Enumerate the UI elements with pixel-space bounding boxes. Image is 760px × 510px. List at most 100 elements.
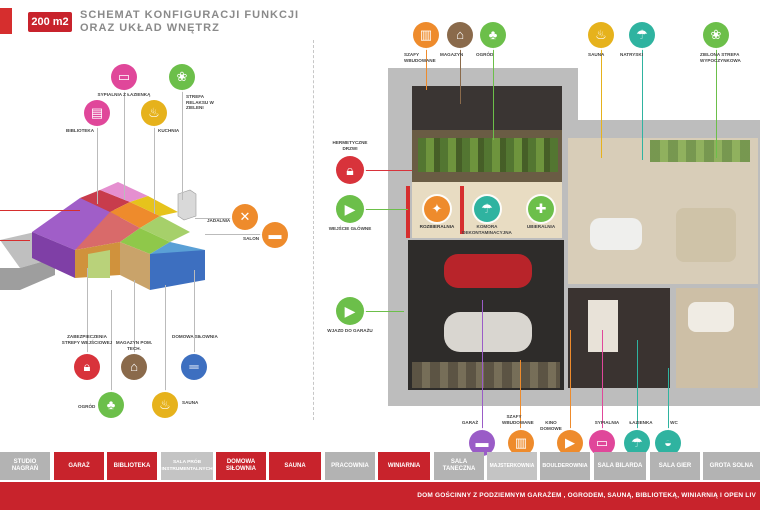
lotus-icon-plan: ❀ bbox=[703, 22, 729, 48]
shower-icon-decon: ☂ bbox=[474, 196, 500, 222]
toilet-icon: ◒ bbox=[655, 430, 681, 456]
hermetic-door-marker-2 bbox=[460, 186, 464, 234]
pointer-relaks bbox=[182, 90, 183, 200]
side-blue bbox=[150, 250, 205, 290]
room-cinema bbox=[568, 288, 670, 388]
label-magazyn: MAGAZYN POM. TECH. bbox=[115, 340, 153, 351]
label-rozbieralnia: ROZBIERALNIA bbox=[419, 224, 455, 229]
page-title: SCHEMAT KONFIGURACJI FUNKCJI ORAZ UKŁAD … bbox=[80, 9, 340, 35]
tab-majsterkownia[interactable]: MAJSTERKOWNIA bbox=[487, 452, 537, 480]
label-biblioteka: BIBLIOTEKA bbox=[66, 128, 95, 133]
pointer-silownia bbox=[194, 270, 195, 354]
label-wjazd: WJAZD DO GARAŻU bbox=[327, 328, 373, 333]
tab-sauna[interactable]: SAUNA bbox=[269, 452, 321, 480]
pointer-wc bbox=[668, 368, 669, 430]
pointer-hermetyczne bbox=[364, 170, 412, 171]
side-green-panel bbox=[88, 250, 110, 278]
zone-purple bbox=[32, 198, 125, 250]
undress-icon: ✦ bbox=[424, 196, 450, 222]
tab-pracownia[interactable]: PRACOWNIA bbox=[325, 452, 375, 480]
car-icon: ▬ bbox=[469, 430, 495, 456]
pointer-magazyn-top bbox=[460, 48, 461, 104]
pointer-salon bbox=[205, 234, 263, 235]
zone-red bbox=[80, 190, 130, 212]
footer-banner: DOM GOŚCINNY Z PODZIEMNYM GARAŻEM , OGRO… bbox=[0, 482, 760, 510]
pointer-left-red bbox=[0, 210, 80, 211]
garden-plants bbox=[418, 138, 558, 172]
tab-sala-taneczna[interactable]: SALA TANECZNA bbox=[434, 452, 484, 480]
zone-green bbox=[120, 228, 170, 254]
tab-sala-bilarda[interactable]: SALA BILARDA bbox=[594, 452, 646, 480]
bed-icon-plan: ▭ bbox=[589, 430, 615, 456]
label-sauna-top: SAUNA bbox=[588, 52, 605, 57]
label-garaz-plan: GARAŻ bbox=[461, 420, 479, 425]
pointer-szafy-top bbox=[426, 48, 427, 90]
pointer-zielona bbox=[716, 48, 717, 158]
pointer-zabezp bbox=[87, 268, 88, 354]
lock-icon-plan: 🔒︎ bbox=[336, 156, 364, 184]
book-icon: ▤ bbox=[84, 100, 110, 126]
shower-icon-bath: ☂ bbox=[624, 430, 650, 456]
sauna-icon: ♨ bbox=[152, 392, 178, 418]
label-wc: WC bbox=[670, 420, 678, 425]
shirt-icon: ✚ bbox=[528, 196, 554, 222]
pointer-wejscie bbox=[364, 209, 408, 210]
pointer-sypialnia-plan bbox=[602, 330, 603, 430]
pointer-sypialnia bbox=[124, 90, 125, 200]
label-magazyn-top: MAGAZYN bbox=[440, 52, 464, 57]
tab-grota-solna[interactable]: GROTA SOLNA bbox=[703, 452, 760, 480]
pointer-left-red-2 bbox=[0, 240, 30, 241]
pointer-biblioteka bbox=[97, 126, 98, 204]
pointer-sauna-top bbox=[601, 48, 602, 158]
zone-lightgreen bbox=[140, 216, 190, 242]
isometric-model bbox=[0, 182, 205, 290]
tab-winiarnia[interactable]: WINIARNIA bbox=[378, 452, 430, 480]
green-lounge-plants bbox=[650, 140, 750, 162]
tab-garaz[interactable]: GARAŻ bbox=[54, 452, 104, 480]
pointer-garaz bbox=[482, 300, 483, 430]
shower-icon: ☂ bbox=[629, 22, 655, 48]
pointer-ogrod bbox=[111, 290, 112, 394]
chimney bbox=[177, 189, 197, 221]
pointer-sauna bbox=[165, 285, 166, 391]
sauna-icon-plan: ♨ bbox=[588, 22, 614, 48]
label-hermetyczne: HERMETYCZNE DRZWI bbox=[332, 140, 368, 151]
bed-main bbox=[688, 302, 734, 332]
camera-icon: ▶ bbox=[557, 430, 583, 456]
car-white bbox=[444, 312, 532, 352]
table-island bbox=[590, 218, 642, 250]
label-szafy-bottom: SZAFY WBUDOWANE bbox=[502, 414, 534, 425]
label-kino: KINO DOMOWE bbox=[540, 420, 562, 431]
title-line-2: ORAZ UKŁAD WNĘTRZ bbox=[80, 22, 220, 34]
cutlery-icon: ✕ bbox=[232, 204, 258, 230]
warehouse-icon-plan: ⌂ bbox=[447, 22, 473, 48]
entrance-ramp-side bbox=[0, 258, 55, 290]
tab-domowa-silownia[interactable]: DOMOWA SIŁOWNIA bbox=[216, 452, 266, 480]
lotus-icon: ❀ bbox=[169, 64, 195, 90]
plant-icon: ♣ bbox=[98, 392, 124, 418]
wardrobe-icon: ▥ bbox=[413, 22, 439, 48]
label-kuchnia: KUCHNIA bbox=[158, 128, 180, 133]
tab-sala-gier[interactable]: SALA GIER bbox=[650, 452, 700, 480]
pointer-wjazd bbox=[364, 311, 404, 312]
tab-sala-prob[interactable]: SALA PRÓB INSTRUMENTALNYCH bbox=[161, 452, 213, 480]
label-szafy-top: SZAFY WBUDOWANE bbox=[404, 52, 436, 63]
label-jadalnia: JADALNIA bbox=[207, 218, 231, 223]
pointer-ogrod-top bbox=[493, 48, 494, 140]
plant-icon-plan: ♣ bbox=[480, 22, 506, 48]
tab-boulderownia[interactable]: BOULDEROWNIA bbox=[540, 452, 590, 480]
label-ogrod-top: OGRÓD bbox=[476, 52, 494, 57]
pointer-szafy-bottom bbox=[520, 360, 521, 430]
pointer-kino bbox=[570, 330, 571, 430]
side-wood-2 bbox=[120, 242, 150, 290]
label-salon: SALON bbox=[243, 236, 260, 241]
tab-studio-nagran[interactable]: STUDIO NAGRAŃ bbox=[0, 452, 50, 480]
play-icon-garage: ▶ bbox=[336, 297, 364, 325]
tab-biblioteka[interactable]: BIBLIOTEKA bbox=[107, 452, 157, 480]
label-silownia: DOMOWA SIŁOWNIA bbox=[172, 334, 218, 339]
pointer-jadalnia bbox=[195, 218, 235, 219]
label-sauna: SAUNA bbox=[182, 400, 199, 405]
label-zabezpieczenia: ZABEZPIECZENIA STREFY WEJŚCIOWEJ bbox=[61, 334, 113, 345]
label-natryski: NATRYSKI bbox=[620, 52, 643, 57]
car-red bbox=[444, 254, 532, 288]
